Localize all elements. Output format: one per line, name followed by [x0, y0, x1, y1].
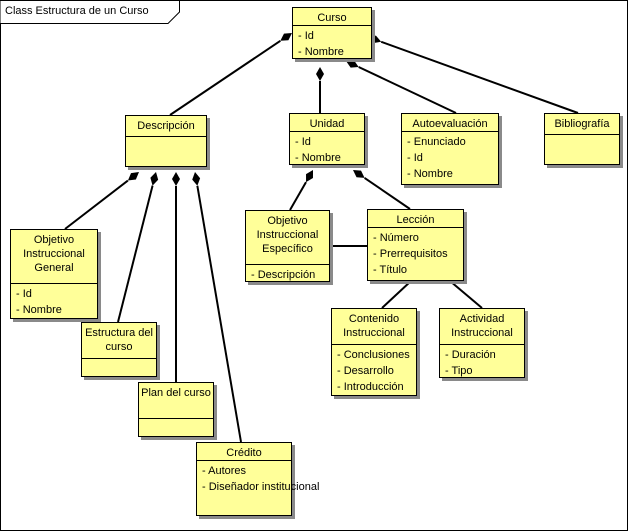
relation-descripcion-estructura — [117, 172, 159, 323]
relation-curso-unidad — [316, 67, 324, 113]
class-objetivo-especifico[interactable]: Objetivo Instruccional EspecíficoDescrip… — [245, 210, 330, 282]
class-name: Autoevaluación — [402, 114, 498, 132]
class-attributes: NúmeroPrerrequisitosTítulo — [368, 228, 463, 278]
composition-diamond — [280, 33, 292, 41]
class-attributes: AutoresDiseñador institucional — [197, 461, 320, 495]
class-leccion[interactable]: LecciónNúmeroPrerrequisitosTítulo — [367, 209, 464, 281]
class-name: Objetivo Instruccional General — [11, 230, 97, 284]
attribute: Nombre — [11, 302, 97, 318]
class-name: Curso — [293, 8, 371, 26]
class-contenido[interactable]: Contenido InstruccionalConclusionesDesar… — [331, 308, 417, 396]
class-attributes: Descripción — [246, 265, 329, 283]
attribute: Tipo — [440, 363, 524, 379]
class-name: Crédito — [197, 443, 291, 461]
composition-diamond — [150, 172, 159, 186]
class-bibliografia[interactable]: Bibliografía — [544, 113, 620, 165]
composition-diamond — [353, 170, 365, 178]
relation-descripcion-credito — [192, 172, 242, 443]
attribute: Id — [293, 28, 371, 44]
relation-curso-bibliografia — [368, 35, 579, 114]
class-actividad[interactable]: Actividad InstruccionalDuraciónTipo — [439, 308, 525, 378]
class-attributes: DuraciónTipo — [440, 345, 524, 379]
attribute: Id — [290, 134, 364, 150]
attribute: Nombre — [293, 44, 371, 60]
composition-diamond — [172, 172, 180, 186]
class-name: Estructura del curso — [82, 323, 156, 359]
attribute: Conclusiones — [332, 347, 416, 363]
relation-descripcion-objetivo_general — [64, 172, 139, 230]
class-estructura[interactable]: Estructura del curso — [81, 322, 157, 377]
composition-diamond — [346, 60, 359, 68]
composition-diamond — [127, 172, 139, 181]
attribute: Nombre — [402, 166, 498, 182]
composition-diamond — [306, 170, 313, 183]
relation-leccion-actividad — [449, 280, 483, 309]
class-attributes: IdNombre — [290, 132, 364, 166]
class-descripcion[interactable]: Descripción — [125, 115, 207, 167]
class-curso[interactable]: CursoIdNombre — [292, 7, 372, 59]
attribute: Autores — [197, 463, 291, 479]
class-objetivo-general[interactable]: Objetivo Instruccional GeneralIdNombre — [10, 229, 98, 319]
diagram-title: Class Estructura de un Curso — [5, 5, 149, 17]
class-plan[interactable]: Plan del curso — [138, 382, 214, 437]
relation-unidad-objetivo_especifico — [289, 170, 313, 211]
attribute: Enunciado — [402, 134, 498, 150]
class-unidad[interactable]: UnidadIdNombre — [289, 113, 365, 165]
relation-curso-descripcion — [169, 33, 292, 116]
attribute: Número — [368, 230, 463, 246]
class-attributes — [126, 137, 206, 151]
attribute: Nombre — [290, 150, 364, 166]
composition-diamond — [192, 172, 201, 186]
class-attributes — [82, 359, 156, 373]
attribute: Título — [368, 262, 463, 278]
class-autoevaluacion[interactable]: AutoevaluaciónEnunciadoIdNombre — [401, 113, 499, 185]
class-name: Actividad Instruccional — [440, 309, 524, 345]
attribute: Id — [11, 286, 97, 302]
class-attributes: ConclusionesDesarrolloIntroducción — [332, 345, 416, 395]
class-name: Unidad — [290, 114, 364, 132]
class-name: Objetivo Instruccional Específico — [246, 211, 329, 265]
class-attributes — [545, 135, 619, 149]
class-name: Lección — [368, 210, 463, 228]
class-attributes: IdNombre — [293, 26, 371, 60]
class-attributes: EnunciadoIdNombre — [402, 132, 498, 182]
class-name: Plan del curso — [139, 383, 213, 419]
attribute: Diseñador institucional — [197, 479, 320, 495]
relation-leccion-contenido — [381, 280, 412, 309]
relation-curso-autoevaluacion — [346, 60, 457, 114]
relation-descripcion-plan — [172, 172, 180, 382]
class-name: Bibliografía — [545, 114, 619, 135]
attribute: Introducción — [332, 379, 416, 395]
attribute: Prerrequisitos — [368, 246, 463, 262]
attribute: Id — [402, 150, 498, 166]
attribute: Desarrollo — [332, 363, 416, 379]
class-attributes — [139, 419, 213, 433]
class-name: Descripción — [126, 116, 206, 137]
attribute: Descripción — [246, 267, 329, 283]
relation-unidad-leccion — [353, 170, 411, 210]
frame-title-tab — [0, 0, 180, 24]
class-name: Contenido Instruccional — [332, 309, 416, 345]
class-attributes: IdNombre — [11, 284, 97, 318]
attribute: Duración — [440, 347, 524, 363]
composition-diamond — [316, 67, 324, 81]
class-credito[interactable]: CréditoAutoresDiseñador institucional — [196, 442, 320, 516]
